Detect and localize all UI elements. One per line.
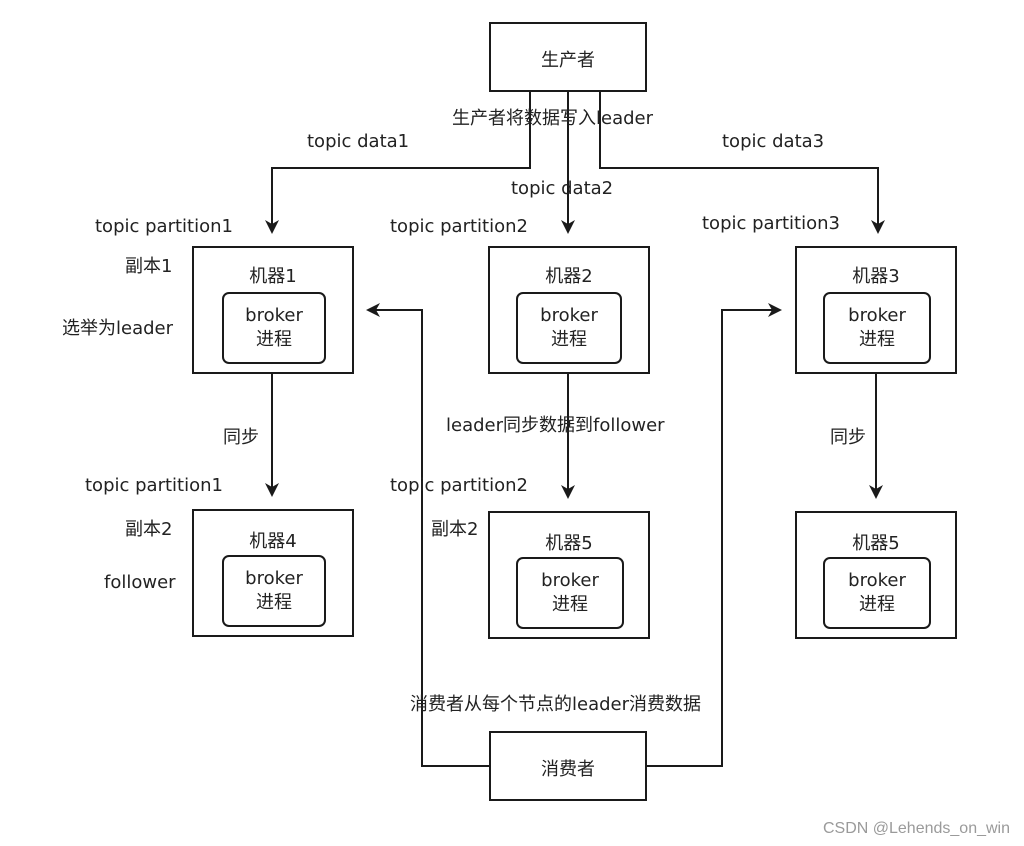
machine5a-label: 机器5	[545, 533, 593, 554]
broker-label: broker	[541, 570, 599, 591]
process-label: 进程	[551, 329, 587, 350]
machine1-broker: broker 进程	[222, 292, 326, 364]
partition2-bottom-label: topic partition2	[390, 475, 528, 496]
machine3-broker: broker 进程	[823, 292, 931, 364]
partition3-top-label: topic partition3	[702, 213, 840, 234]
watermark: CSDN @Lehends_on_win	[822, 820, 1010, 837]
producer-box: 生产者	[489, 22, 647, 92]
machine1-box: 机器1 broker 进程	[192, 246, 354, 374]
machine5a-broker: broker 进程	[516, 557, 624, 629]
sync-middle-label: leader同步数据到follower	[446, 415, 665, 436]
process-label: 进程	[256, 592, 292, 613]
machine5b-label: 机器5	[852, 533, 900, 554]
machine1-label: 机器1	[249, 266, 297, 287]
machine2-box: 机器2 broker 进程	[488, 246, 650, 374]
arrow-consumer-to-machine3	[646, 303, 782, 767]
flow-data2-label: topic data2	[511, 178, 614, 199]
process-label: 进程	[859, 329, 895, 350]
arrow-producer-to-machine1	[265, 92, 531, 234]
machine2-broker: broker 进程	[516, 292, 622, 364]
partition1-bottom-label: topic partition1	[85, 475, 223, 496]
machine3-label: 机器3	[852, 266, 900, 287]
process-label: 进程	[552, 594, 588, 615]
machine2-label: 机器2	[545, 266, 593, 287]
producer-label: 生产者	[541, 50, 595, 71]
broker-label: broker	[540, 305, 598, 326]
consumer-box: 消费者	[489, 731, 647, 801]
replica2-left-label: 副本2	[125, 519, 173, 540]
replica2-left-note: follower	[104, 572, 176, 593]
machine4-label: 机器4	[249, 531, 297, 552]
consumer-label: 消费者	[541, 759, 595, 780]
arrow-producer-to-machine3	[599, 92, 885, 234]
flow-data1-label: topic data1	[307, 131, 410, 152]
process-label: 进程	[256, 329, 292, 350]
arrow-consumer-to-machine1	[366, 303, 490, 767]
machine5b-broker: broker 进程	[823, 557, 931, 629]
partition2-top-label: topic partition2	[390, 216, 528, 237]
sync-left-label: 同步	[223, 427, 259, 448]
sync-right-label: 同步	[830, 427, 866, 448]
consumer-note: 消费者从每个节点的leader消费数据	[410, 694, 702, 715]
replica2-middle-label: 副本2	[431, 519, 479, 540]
broker-label: broker	[848, 570, 906, 591]
producer-note: 生产者将数据写入leader	[452, 108, 654, 129]
process-label: 进程	[859, 594, 895, 615]
replica1-label: 副本1	[125, 256, 173, 277]
machine4-box: 机器4 broker 进程	[192, 509, 354, 637]
replica1-note: 选举为leader	[62, 318, 174, 339]
machine5a-box: 机器5 broker 进程	[488, 511, 650, 639]
partition1-top-label: topic partition1	[95, 216, 233, 237]
flow-data3-label: topic data3	[722, 131, 825, 152]
broker-label: broker	[245, 568, 303, 589]
machine4-broker: broker 进程	[222, 555, 326, 627]
broker-label: broker	[245, 305, 303, 326]
machine3-box: 机器3 broker 进程	[795, 246, 957, 374]
machine5b-box: 机器5 broker 进程	[795, 511, 957, 639]
broker-label: broker	[848, 305, 906, 326]
